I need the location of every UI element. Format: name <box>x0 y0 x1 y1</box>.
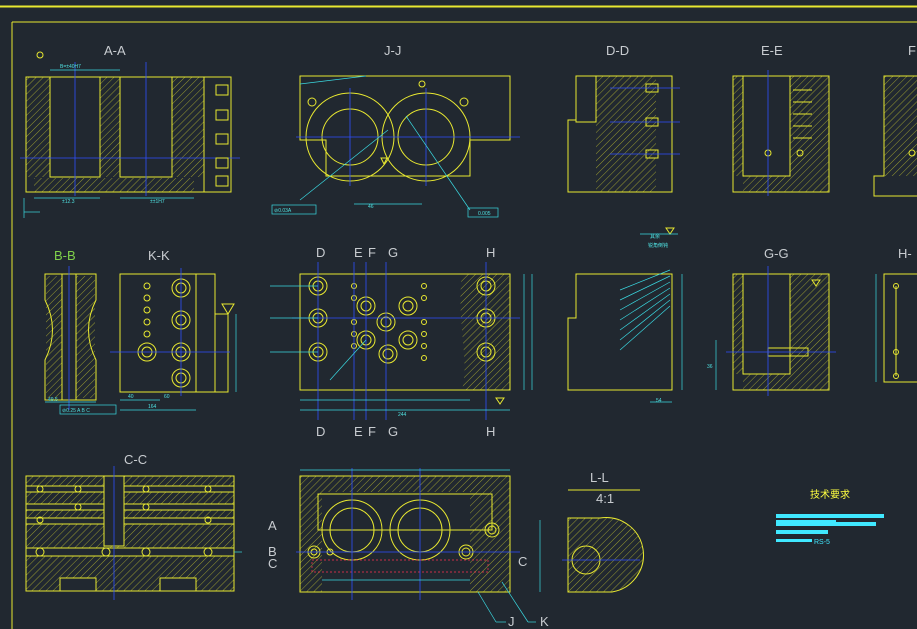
marker-top-f: F <box>368 245 376 260</box>
marker-bottom-h: H <box>486 424 495 439</box>
bb-dim: 49.5 <box>48 397 58 403</box>
view-label-gg: G-G <box>764 246 789 261</box>
view-label-kk: K-K <box>148 248 170 263</box>
marker-left-b: B <box>268 544 277 559</box>
marker-right-c: C <box>518 554 527 569</box>
surface-note-1: 其余 <box>650 233 660 240</box>
marker-k: K <box>540 614 549 629</box>
kk-dim-3: 60 <box>164 394 170 400</box>
surface-note-2: 锐角倒钝 <box>648 242 668 249</box>
kk-dim-1: 164 <box>148 404 157 410</box>
view-label-jj: J-J <box>384 43 401 58</box>
view-label-ll: L-L <box>590 470 609 485</box>
marker-bottom-d: D <box>316 424 325 439</box>
view-label-hh: H- <box>898 246 912 261</box>
view-ll: L-L 4:1 <box>562 470 644 593</box>
aa-bottom-dim-1: ±12.3 <box>62 199 75 205</box>
view-aa: A-A B=±40H7 ±12.3 ±±1H7 <box>20 43 240 218</box>
aa-bottom-dim-2: ±±1H7 <box>150 199 165 205</box>
dd-dim: 54 <box>656 398 662 404</box>
jj-dim: 46 <box>368 204 374 210</box>
section-markers-top: D E F G H <box>316 245 495 260</box>
view-label-cc: C-C <box>124 452 147 467</box>
kk-tolerance: ⊘0.25 A B C <box>62 408 90 414</box>
marker-j: J <box>508 614 515 629</box>
view-kk: K-K 164 40 60 <box>110 248 237 411</box>
marker-top-g: G <box>388 245 398 260</box>
view-label-aa: A-A <box>104 43 126 58</box>
kk-dim-2: 40 <box>128 394 134 400</box>
view-dd: D-D <box>567 43 680 193</box>
jj-tolerance-2: 0.005 <box>478 211 491 217</box>
view-bb: B-B 49.5 ⊘0.25 A B C <box>44 248 117 415</box>
notes-line-end: RS-5 <box>814 539 830 546</box>
marker-left-a: A <box>268 518 277 533</box>
aa-top-dim: B=±40H7 <box>60 64 81 70</box>
section-markers-left: A B C <box>268 518 277 571</box>
view-label-ff: F <box>908 43 916 58</box>
view-label-dd: D-D <box>606 43 629 58</box>
view-label-bb: B-B <box>54 248 76 263</box>
view-ff: F <box>873 43 917 197</box>
view-cc: C-C <box>25 452 242 600</box>
marker-top-d: D <box>316 245 325 260</box>
view-jj: J-J 46 ⊘0.03A 0.005 <box>271 43 520 218</box>
view-d-lower: 其余 锐角倒钝 54 <box>567 227 683 404</box>
marker-left-c: C <box>268 556 277 571</box>
view-ee: E-E <box>732 43 830 196</box>
view-bottom-main: A B C C J <box>268 468 549 629</box>
section-markers-bottom: D E F G H <box>316 424 495 439</box>
view-scale-ll: 4:1 <box>596 491 614 506</box>
jj-tolerance-1: ⊘0.03A <box>274 208 292 214</box>
main-dim-244: 244 <box>398 412 407 418</box>
marker-bottom-g: G <box>388 424 398 439</box>
notes-title: 技术要求 <box>810 488 850 501</box>
gg-dim: 36 <box>707 364 713 370</box>
top-frame-line <box>0 5 917 8</box>
view-hh: H- <box>875 246 917 383</box>
view-main-plan: D E F G H <box>270 245 533 439</box>
view-gg: G-G 36 <box>707 246 836 396</box>
marker-bottom-f: F <box>368 424 376 439</box>
view-label-ee: E-E <box>761 43 783 58</box>
marker-top-e: E <box>354 245 363 260</box>
technical-notes: 技术要求 RS-5 <box>776 488 884 546</box>
marker-top-h: H <box>486 245 495 260</box>
marker-bottom-e: E <box>354 424 363 439</box>
